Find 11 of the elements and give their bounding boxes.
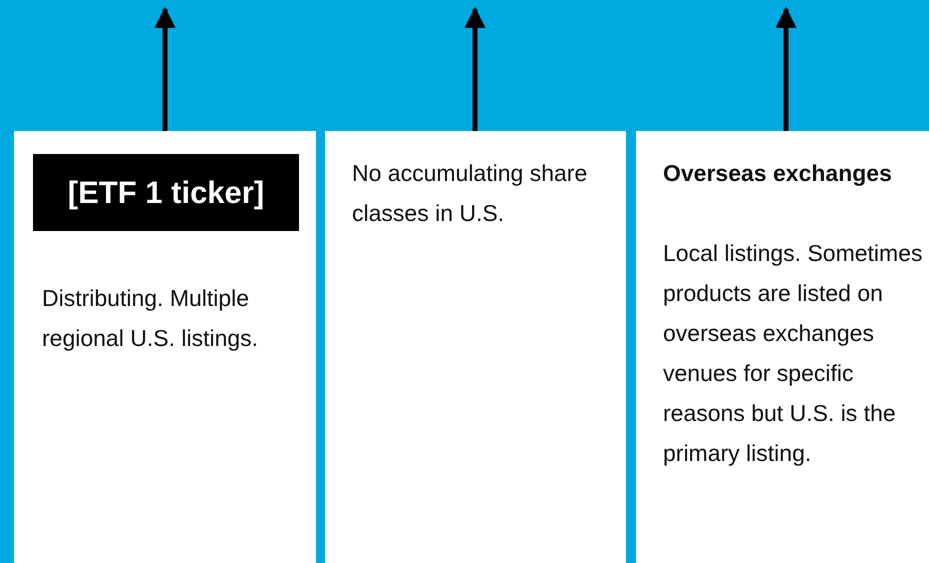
panel-card [636, 131, 929, 563]
panel-heading: Overseas exchanges [663, 159, 893, 188]
arrow [464, 6, 486, 131]
ticker-label: [ETF 1 ticker] [33, 154, 299, 231]
panel-text: Local listings. Sometimes products are listed on overseas exchanges venues for specific reasons but U.S. is the primary listing. [663, 239, 924, 468]
arrow [776, 6, 796, 131]
arrow [154, 6, 176, 131]
panel-text: No accumulating share classes in U.S. [352, 159, 588, 228]
panel-card [325, 131, 626, 563]
panel-card [14, 131, 316, 563]
panel-text: Distributing. Multiple regional U.S. listings. [42, 284, 260, 353]
